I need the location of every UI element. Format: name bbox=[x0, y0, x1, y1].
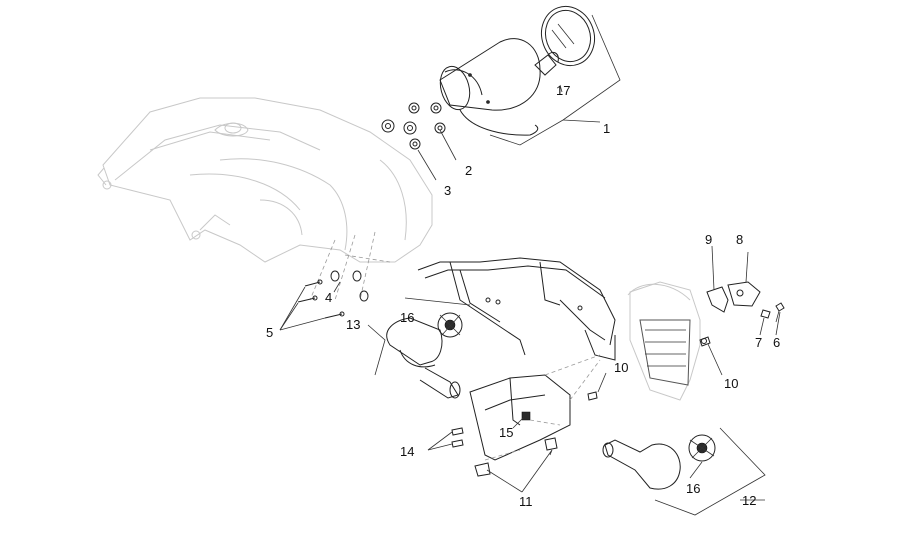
grommets bbox=[381, 102, 446, 150]
callout-10-right: 10 bbox=[724, 376, 738, 391]
callout-2: 2 bbox=[465, 163, 472, 178]
right-turn-signal bbox=[602, 439, 681, 490]
callout-11: 11 bbox=[519, 494, 533, 509]
callout-labels: 1 2 3 17 4 5 13 16 9 8 7 6 10 10 15 14 1… bbox=[266, 83, 780, 509]
rear-mudguard-plate bbox=[627, 281, 701, 401]
callout-3: 3 bbox=[444, 183, 451, 198]
callout-10-center: 10 bbox=[614, 360, 628, 375]
screws-10 bbox=[587, 336, 711, 401]
callout-6: 6 bbox=[773, 335, 780, 350]
rear-carrier-frame bbox=[417, 257, 616, 361]
callout-17: 17 bbox=[556, 83, 570, 98]
license-plate-bracket bbox=[469, 374, 571, 461]
license-bracket-9 bbox=[706, 286, 729, 313]
right-signal-leader-12 bbox=[654, 427, 766, 516]
tail-light-housing bbox=[439, 38, 541, 136]
callout-5: 5 bbox=[266, 325, 273, 340]
left-signal-socket-16 bbox=[437, 312, 463, 338]
tail-light-leader-1 bbox=[489, 14, 621, 146]
bolts-14 bbox=[451, 427, 464, 448]
fender-mount-guides bbox=[309, 231, 391, 301]
callout-12: 12 bbox=[742, 493, 756, 508]
washers-4 bbox=[330, 270, 369, 302]
callout-14: 14 bbox=[400, 444, 414, 459]
callout-8: 8 bbox=[736, 232, 743, 247]
callout-9: 9 bbox=[705, 232, 712, 247]
left-signal-leader-13 bbox=[367, 297, 471, 376]
clip-nuts-11 bbox=[474, 437, 558, 477]
leader-lines bbox=[279, 84, 781, 493]
rear-fender bbox=[97, 97, 433, 263]
lower-mount-guides bbox=[484, 354, 601, 461]
screws-6-7 bbox=[760, 302, 785, 323]
left-turn-signal bbox=[386, 317, 461, 399]
tail-light-bulb bbox=[534, 51, 559, 76]
license-bracket-8 bbox=[727, 281, 761, 307]
callout-1: 1 bbox=[603, 121, 610, 136]
callout-16-right: 16 bbox=[686, 481, 700, 496]
callout-16-left: 16 bbox=[400, 310, 414, 325]
right-signal-socket-16 bbox=[688, 434, 716, 462]
screws-5 bbox=[297, 279, 345, 319]
callout-7: 7 bbox=[755, 335, 762, 350]
callout-4: 4 bbox=[325, 290, 332, 305]
callout-15: 15 bbox=[499, 425, 513, 440]
tail-light-lens bbox=[541, 5, 595, 67]
callout-13: 13 bbox=[346, 317, 360, 332]
